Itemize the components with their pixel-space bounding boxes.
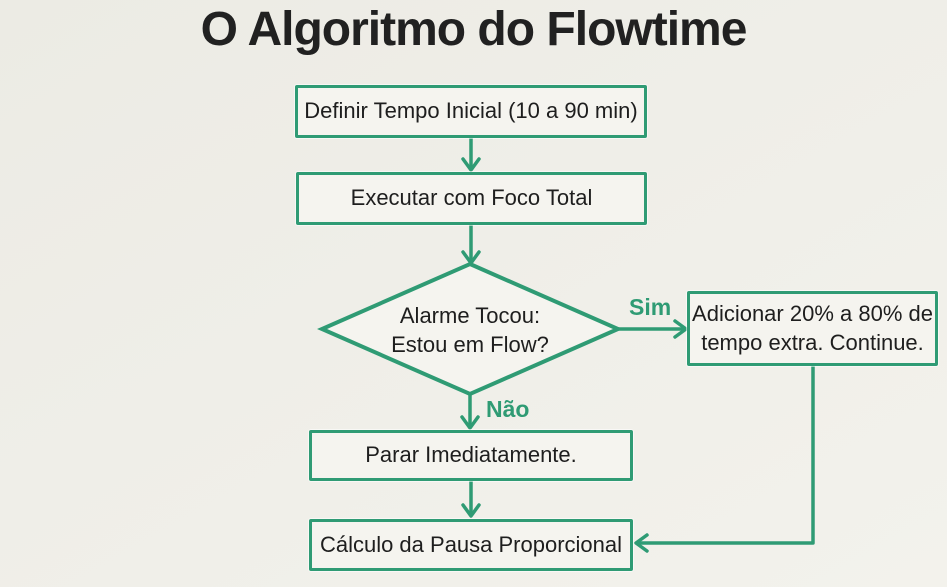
edge-label-no: Não — [486, 396, 530, 422]
arrowhead-left-icon — [634, 533, 649, 553]
node-add-extra-time: Adicionar 20% a 80% de tempo extra. Cont… — [687, 291, 938, 366]
page-title: O Algoritmo do Flowtime — [200, 3, 748, 56]
node-label: Executar com Foco Total — [350, 185, 593, 211]
node-stop-immediately: Parar Imediatamente. — [309, 430, 633, 481]
decision-label-line2: Estou em Flow? — [391, 332, 549, 357]
node-label: Adicionar 20% a 80% de tempo extra. Cont… — [692, 300, 933, 356]
node-proportional-break: Cálculo da Pausa Proporcional — [309, 519, 633, 571]
node-label-line2: tempo extra. Continue. — [701, 329, 924, 355]
node-label-line1: Adicionar 20% a 80% de — [692, 301, 933, 327]
node-decision-alarm-flow: Alarme Tocou: Estou em Flow? — [391, 301, 549, 359]
edge-label-yes: Sim — [629, 294, 672, 320]
arrowhead-right-icon — [673, 319, 688, 339]
arrowhead-down-icon — [461, 157, 481, 172]
node-label: Definir Tempo Inicial (10 a 90 min) — [304, 98, 638, 124]
node-execute-full-focus: Executar com Foco Total — [296, 172, 647, 225]
node-define-initial-time: Definir Tempo Inicial (10 a 90 min) — [295, 85, 647, 138]
arrowhead-down-icon — [461, 250, 481, 265]
connector-yes-to-end — [636, 364, 815, 545]
arrowhead-down-icon — [460, 415, 480, 430]
node-label: Cálculo da Pausa Proporcional — [319, 531, 623, 557]
decision-label-line1: Alarme Tocou: — [399, 303, 541, 328]
arrowhead-down-icon — [461, 503, 481, 518]
node-label: Parar Imediatamente. — [365, 442, 577, 468]
